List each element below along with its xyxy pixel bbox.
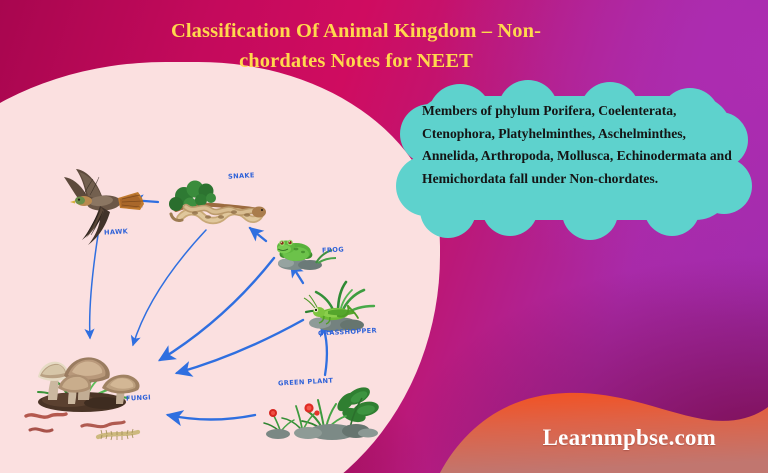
grasshopper-icon [303, 280, 376, 331]
brand-name[interactable]: Learnmpbse.com [542, 425, 716, 450]
brand-wave-banner [0, 369, 768, 473]
food-web-label-frog: FROG [321, 245, 345, 255]
arrow-frog-to-fungi [157, 256, 276, 362]
food-web-node-hawk: HAWK [56, 168, 152, 246]
food-web-diagram: HAWK [24, 168, 380, 444]
hawk-icon [64, 169, 144, 245]
green-plant-icon [263, 387, 379, 440]
food-web-node-fungi: FUNGI [24, 342, 174, 442]
callout-bubble-shape [396, 80, 752, 240]
arrow-grasshopper-to-fungi [174, 318, 305, 377]
arrow-plant-to-fungi [165, 410, 257, 427]
page-title: Classification Of Animal Kingdom – Non- … [96, 16, 616, 77]
arrow-snake-to-fungi [130, 229, 207, 347]
arrow-frog-to-snake [248, 226, 268, 243]
arrow-hawk-to-fungi [84, 234, 99, 340]
wave-shape [440, 392, 768, 473]
food-web-node-green-plant: GREEN PLANT [262, 377, 380, 444]
food-web-label-hawk: HAWK [103, 227, 129, 237]
food-web-node-snake: SNAKE [162, 171, 270, 236]
fungi-icon [24, 357, 141, 441]
food-web-node-frog: FROG [272, 228, 345, 272]
snake-icon [169, 180, 266, 225]
food-web-node-grasshopper: GRASSHOPPER [298, 278, 380, 338]
frog-icon [277, 239, 337, 270]
info-callout: Members of phylum Porifera, Coelenterata… [396, 80, 752, 240]
page-title-line-2: chordates Notes for NEET [239, 50, 473, 73]
info-callout-text: Members of phylum Porifera, Coelenterata… [422, 103, 732, 186]
food-web-label-snake: SNAKE [227, 171, 255, 181]
page-title-line-1: Classification Of Animal Kingdom – Non- [170, 20, 542, 42]
